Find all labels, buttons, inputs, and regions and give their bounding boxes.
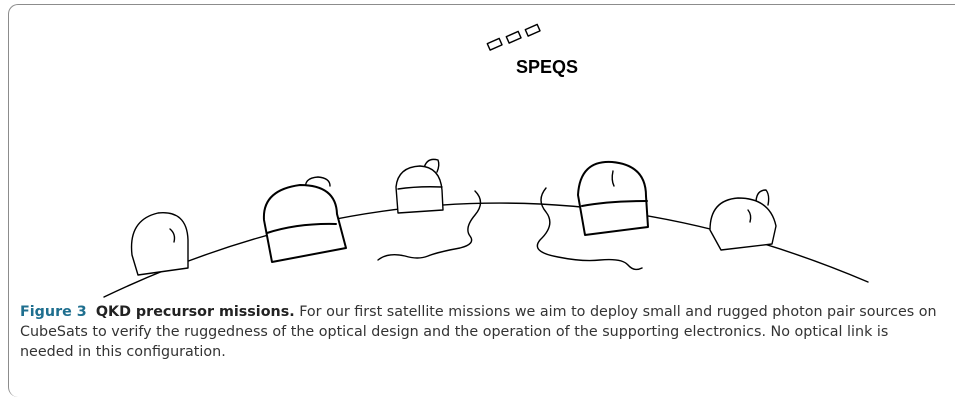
ground-station-4 [577,160,649,236]
ground-station-1 [130,212,189,276]
satellite-label: SPEQS [516,57,579,77]
caption-number: Figure 3 [20,304,87,320]
figure-frame [8,4,955,397]
satellite-icon [486,23,541,51]
caption-text: For our first satellite missions we aim … [20,304,937,360]
ground-station-3 [395,158,444,214]
ground-station-2 [262,176,347,263]
fiber-cable-2 [536,187,643,271]
figure-caption: Figure 3 QKD precursor missions. For our… [20,302,945,362]
ground-station-5 [709,189,777,251]
fiber-cable-1 [377,190,482,261]
qkd-missions-diagram [103,23,869,298]
caption-title: QKD precursor missions. [95,304,295,320]
